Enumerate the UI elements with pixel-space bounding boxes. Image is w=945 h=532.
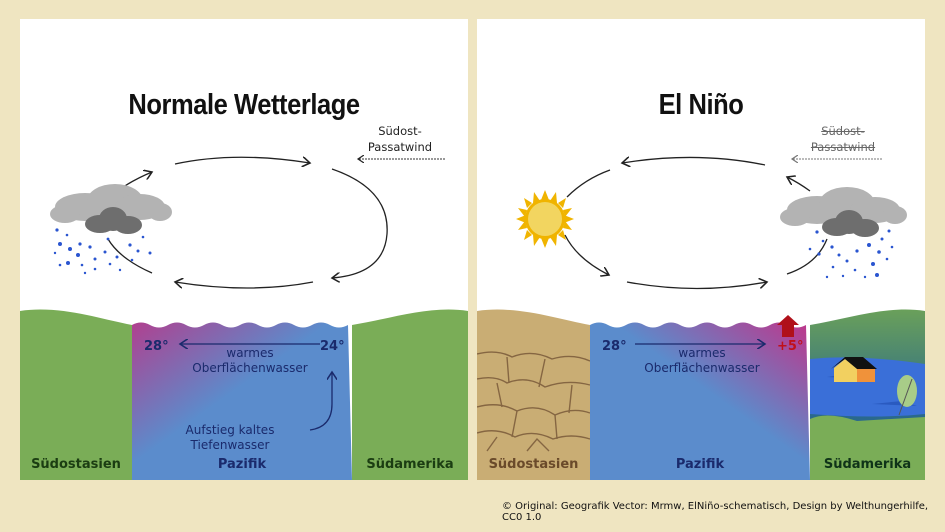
- flooded-house-icon: [831, 357, 877, 382]
- upwelling-label: Aufstieg kaltes Tiefenwasser: [185, 423, 275, 452]
- temperature-rise-arrow-icon: [777, 315, 799, 337]
- region-label-southeast-asia: Südostasien: [488, 457, 579, 472]
- ocean-pacific: [590, 322, 810, 480]
- ocean-pacific: [132, 322, 352, 480]
- panel-title-normal: Normale Wetterlage: [128, 89, 360, 121]
- warm-surface-water-label: warmes Oberflächenwasser: [644, 346, 760, 375]
- region-label-south-america: Südamerika: [366, 457, 454, 472]
- rain-cloud-icon: [780, 187, 907, 279]
- sun-icon: [516, 190, 574, 248]
- panel-title-elnino: El Niño: [658, 89, 744, 121]
- trade-wind-label: Südost- Passatwind: [367, 124, 433, 154]
- land-southeast-asia: [20, 309, 132, 480]
- panel-el-nino: El Niño Südost- Passatwind 28° +5° warme…: [477, 19, 925, 480]
- region-label-south-america: Südamerika: [823, 457, 912, 472]
- land-south-america: [352, 309, 468, 480]
- rain-cloud-icon: [50, 184, 172, 275]
- elnino-diagram-graphics: [477, 19, 925, 480]
- cracked-soil-pattern: [477, 351, 591, 452]
- temperature-east: 24°: [320, 339, 345, 354]
- trade-wind-label-weakened: Südost- Passatwind: [810, 124, 876, 154]
- warm-surface-water-label: warmes Oberflächenwasser: [192, 346, 308, 375]
- temperature-west: 28°: [602, 339, 627, 354]
- panel-normal-conditions: Normale Wetterlage Südost- Passatwind 28…: [20, 19, 468, 480]
- temperature-rise-east: +5°: [777, 339, 804, 354]
- image-credit: © Original: Geografik Vector: Mrmw, ElNi…: [502, 501, 929, 523]
- region-label-pacific: Pazifik: [217, 457, 267, 472]
- normal-diagram-graphics: [20, 19, 468, 480]
- region-label-southeast-asia: Südostasien: [31, 457, 121, 472]
- region-label-pacific: Pazifik: [675, 457, 725, 472]
- tree-icon: [897, 375, 917, 416]
- temperature-west: 28°: [144, 339, 169, 354]
- land-drought-southeast-asia: [477, 309, 590, 480]
